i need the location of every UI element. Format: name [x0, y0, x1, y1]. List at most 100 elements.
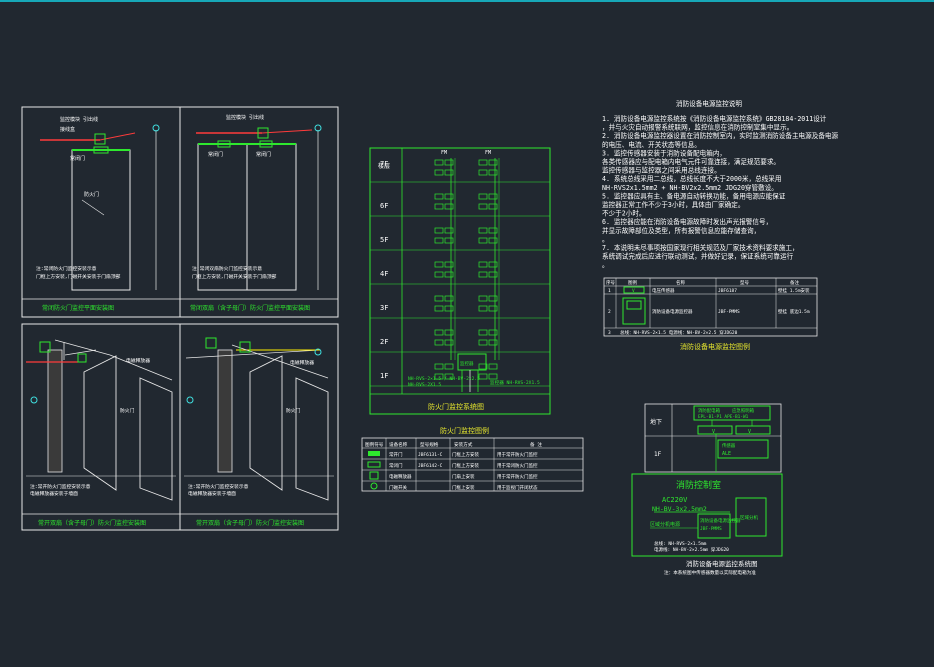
panel3-note: 注:常开防火门监控安装示意 [30, 483, 91, 490]
svg-text:3: 3 [608, 330, 611, 336]
notes-line: NH-RVS2x1.5mm2 + NH-BV2x2.5mm2 JDG20穿管敷设… [602, 183, 778, 192]
design-notes: 消防设备电源监控说明 1. 消防设备电源监控系统按《消防设备电源监控系统》GB2… [602, 99, 839, 269]
riser-floor-label: 5F [380, 236, 388, 244]
svg-text:壁挂 底边1.5m: 壁挂 底边1.5m [778, 308, 810, 315]
legend-row: 门磁开关 门框上安装 用于监视门开闭状态 [370, 482, 538, 491]
svg-text:防火门: 防火门 [84, 191, 99, 198]
legend-title: 防火门监控图例 [440, 426, 489, 435]
svg-text:接线盒: 接线盒 [60, 126, 75, 133]
system-ctrl-room: 消防控制室 [676, 479, 721, 491]
panel-double-closed-door: 监控模块 引出线 常闭门 常闭门 注:常闭双扇防火门监控安装示意 门框上方安装,… [179, 106, 339, 318]
system-power: AC220V [662, 496, 688, 504]
riser-panel-label: 监控器 [460, 360, 474, 367]
system-box-label-2: 应急照明箱 [732, 407, 755, 414]
svg-text:电磁释放器: 电磁释放器 [126, 357, 150, 364]
svg-text:2: 2 [608, 309, 611, 315]
system-cable-1: 总线: NH-RVS-2×1.5mm [654, 540, 707, 547]
svg-text:电磁释放器: 电磁释放器 [389, 473, 412, 480]
svg-text:ALE: ALE [722, 451, 731, 457]
svg-text:门磁开关: 门磁开关 [389, 484, 407, 491]
notes-line: 3. 监控传感器安装于消防设备配电箱内， [602, 148, 726, 157]
equip-table-title: 消防设备电源监控图例 [680, 342, 750, 351]
notes-title: 消防设备电源监控说明 [676, 99, 742, 108]
notes-line: 不少于2小时。 [602, 209, 646, 218]
svg-text:门框上安装: 门框上安装 [452, 484, 475, 491]
riser-floor-label: 3F [380, 304, 388, 312]
svg-text:EPL-B1-P1 APE-B1-W1: EPL-B1-P1 APE-B1-W1 [698, 414, 749, 420]
svg-text:常开门: 常开门 [389, 451, 403, 458]
svg-text:门扇上安装: 门扇上安装 [452, 473, 475, 480]
svg-text:常闭门: 常闭门 [389, 462, 403, 469]
equip-head-model: 型号 [740, 279, 749, 286]
notes-line: 6. 监控器应能在消防设备电源故障时发出声光报警信号， [602, 217, 772, 226]
svg-text:壁挂 1.5m安装: 壁挂 1.5m安装 [778, 287, 810, 294]
svg-text:V: V [632, 288, 635, 294]
notes-line: 5. 监控器应具有主、备电源自动转换功能，备用电源应能保证 [602, 191, 786, 200]
legend-row: 常闭门 JBF6142-C 门框上方安装 用于常闭防火门监控 [367, 461, 538, 469]
svg-text:用于常闭防火门监控: 用于常闭防火门监控 [497, 462, 538, 469]
svg-text:JBF-PMMS: JBF-PMMS [718, 309, 740, 315]
fire-door-legend: 防火门监控图例 图例符号 设备名称 型号规格 安装方式 备 注 常开门 JBF6… [361, 426, 584, 492]
notes-line: 2. 消防设备电源监控器设置在消防控制室内，实时监测消防设备主电源及备电源 [602, 131, 839, 140]
svg-text:区域分机电源: 区域分机电源 [650, 521, 680, 528]
riser-floor-row: 6F [370, 193, 550, 217]
riser-floor-row: 4F [370, 261, 550, 285]
notes-line: 。 [602, 261, 609, 269]
legend-head-sym: 图例符号 [365, 441, 384, 448]
system-cable-2: 电源线: NH-BV-2×2.5mm 穿JDG20 [654, 546, 729, 553]
svg-text:1: 1 [608, 288, 611, 294]
notes-line: 监控器正常工作不少于3小时，具体由厂家确定。 [602, 200, 744, 209]
notes-line: 1. 消防设备电源监控系统按《消防设备电源监控系统》GB28184-2011设计 [602, 114, 827, 123]
equip-row: 1 V 电压传感器 JBF6187 壁挂 1.5m安装 [608, 286, 810, 294]
fire-door-riser-diagram: 楼层 FM FM 7F 6F 5F 4F 3F 2F 1F 监控器 NH-RVS-2×1.5… [369, 147, 551, 415]
riser-cable-note: NH-RVS-2×1.5 / NH-BV-2×2.5 [408, 376, 480, 382]
panel2-label: 常闭双扇（含子母门）防火门监控平面安装图 [190, 304, 310, 312]
notes-line: 4. 系统总线采用二总线，总线长度不大于2000米，总线采用 [602, 174, 781, 183]
notes-line: 监控传感器与监控器之间采用总线连接。 [602, 166, 721, 175]
riser-floor-row: 7F [370, 159, 550, 183]
riser-floor-label: 2F [380, 338, 388, 346]
notes-line: 。 [602, 235, 609, 243]
riser-floor-label: 4F [380, 270, 388, 278]
panel2-note: 注:常闭双扇防火门监控安装示意 [192, 265, 262, 272]
notes-line: 的电压、电流、开关状态等信息。 [602, 140, 701, 149]
riser-floor-row: 2F [370, 329, 550, 353]
svg-text:常闭门: 常闭门 [256, 151, 271, 158]
svg-text:防火门: 防火门 [286, 407, 301, 414]
svg-text:电磁释放器安装于墙面: 电磁释放器安装于墙面 [30, 490, 78, 497]
riser-cable-note-2: NH-RVS-2X1.5 [408, 382, 441, 388]
svg-text:常闭门: 常闭门 [208, 151, 223, 158]
svg-text:JBF6187: JBF6187 [718, 288, 737, 294]
legend-head-name: 设备名称 [389, 441, 408, 448]
top-accent-line [0, 0, 934, 2]
riser-col-label-2: FM [485, 150, 491, 156]
notes-line: 并显示故障部位及类型，所有报警信息应能存储查询， [602, 226, 760, 235]
svg-text:门框上方安装,门磁开关安装于门扇顶部: 门框上方安装,门磁开关安装于门扇顶部 [192, 273, 277, 280]
equip-head-sym: 图例 [628, 279, 637, 286]
riser-header: 楼层 [378, 162, 390, 170]
notes-line: 系统调试完成后应进行联动测试，并做好记录，保证系统可靠运行 [602, 252, 794, 261]
riser-title: 防火门监控系统图 [428, 402, 484, 411]
system-sensor-b1: V [712, 429, 715, 435]
riser-floor-label: 1F [380, 372, 388, 380]
notes-line: ，并与火灾自动报警系统联网，监控信息在消防控制室集中显示。 [602, 123, 793, 132]
svg-text:电磁释放器: 电磁释放器 [290, 359, 314, 366]
system-device-1: 消防设备电源监控器 [700, 517, 741, 524]
riser-floor-row: 5F [370, 227, 550, 251]
panel4-label: 常开双扇（含子母门）防火门监控安装图 [196, 519, 304, 527]
svg-text:用于监视门开闭状态: 用于监视门开闭状态 [497, 484, 538, 491]
svg-text:门框上方安装: 门框上方安装 [452, 462, 479, 469]
equip-row: 2 消防设备电源监控器 JBF-PMMS 壁挂 底边1.5m [608, 297, 810, 325]
system-subtitle: 注：本系统图中传感器数量以实际配电箱为准 [664, 569, 756, 576]
svg-text:监控模块 引出线: 监控模块 引出线 [60, 116, 98, 123]
panel1-label: 常闭防火门监控平面安装图 [42, 304, 114, 312]
svg-text:总线：NH-RVS-2×1.5 电源线：NH-BV-2×2.: 总线：NH-RVS-2×1.5 电源线：NH-BV-2×2.5 穿JDG20 [620, 329, 738, 336]
equip-row: 3 总线：NH-RVS-2×1.5 电源线：NH-BV-2×2.5 穿JDG20 [608, 329, 738, 336]
system-row-b1: 地下 [650, 418, 662, 426]
legend-row: 常开门 JBF6131-C 门框上方安装 用于常开防火门监控 [368, 451, 538, 458]
riser-col-label-1: FM [441, 150, 447, 156]
panel-double-open-door-a: 电磁释放器 防火门 注:常开防火门监控安装示意 电磁释放器安装于墙面 常开双扇（… [21, 323, 181, 531]
svg-text:监控器 NH-RVS-2X1.5: 监控器 NH-RVS-2X1.5 [490, 379, 540, 386]
system-box-label-1: 消防配电箱 [698, 407, 721, 414]
